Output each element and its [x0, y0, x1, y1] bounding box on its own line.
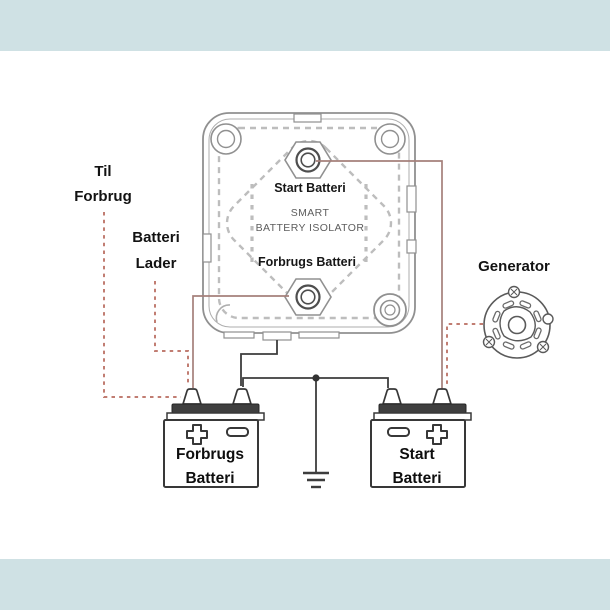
- battery-forbrugs-label-line2: Batteri: [185, 470, 234, 487]
- wire-generator-dashed: [446, 323, 483, 387]
- wire-forbrugs-battery-positive: [192, 295, 289, 388]
- minus-symbol-icon: [387, 427, 410, 437]
- corner-arc-bottom-left: [215, 304, 231, 323]
- terminal-forbrugs-batteri-icon: [284, 278, 332, 316]
- isolator-left-tab: [202, 233, 212, 263]
- corner-screw-bottom-right-icon: [373, 293, 407, 327]
- battery-start-label-line1: Start: [399, 446, 434, 463]
- isolator-top-tab: [293, 113, 322, 123]
- battery-collar: [373, 412, 472, 421]
- isolator-bottom-terminal-label: Forbrugs Batteri: [258, 255, 356, 269]
- label-batteri-lader-line1: Batteri: [132, 229, 180, 246]
- frame-band-top: [0, 0, 610, 51]
- battery-post-negative: [381, 388, 403, 405]
- isolator-chain-diamond: [225, 139, 393, 307]
- minus-symbol-icon: [226, 427, 249, 437]
- label-til-forbrug-line1: Til: [94, 163, 111, 180]
- plus-symbol-icon: [186, 424, 208, 445]
- label-batteri-lader-line2: Lader: [136, 255, 177, 272]
- generator-screw-bosses: [482, 285, 554, 354]
- battery-lid: [171, 403, 260, 414]
- isolator-brand-line2: BATTERY ISOLATOR: [256, 222, 365, 234]
- battery-collar: [166, 412, 265, 421]
- plus-symbol-icon: [426, 424, 448, 445]
- generator-shaft: [507, 315, 527, 335]
- corner-screw-top-left-icon: [210, 123, 242, 155]
- battery-forbrugs: Forbrugs Batteri: [163, 388, 265, 488]
- wire-start-battery-positive: [316, 160, 443, 389]
- isolator-top-terminal-label: Start Batteri: [274, 181, 346, 195]
- ground-symbol-icon: [303, 378, 329, 489]
- battery-start-label-line2: Batteri: [392, 470, 441, 487]
- isolator-bottom-tab-3: [298, 331, 340, 339]
- generator-icon: [482, 285, 554, 359]
- isolator-right-tab-2: [406, 239, 417, 254]
- isolator-bottom-tab-1: [223, 331, 255, 339]
- label-til-forbrug-line2: Forbrug: [74, 188, 132, 205]
- isolator-chain-border: [217, 126, 401, 320]
- frame-band-bottom: [0, 559, 610, 610]
- isolator-brand-line1: SMART: [291, 207, 330, 219]
- isolator-right-tab-1: [406, 185, 417, 213]
- wire-til-forbrug-dashed: [103, 212, 181, 398]
- isolator-bottom-tab-2: [262, 331, 292, 341]
- junction-dot: [312, 374, 320, 382]
- corner-screw-top-right-icon: [374, 123, 406, 155]
- terminal-start-batteri-icon: [284, 141, 332, 179]
- battery-forbrugs-label-line1: Forbrugs: [176, 446, 244, 463]
- battery-isolator-device: Start Batteri SMART BATTERY ISOLATOR For…: [202, 112, 417, 341]
- battery-start: Start Batteri: [370, 388, 472, 488]
- label-generator: Generator: [478, 258, 550, 275]
- wire-isolator-ground: [240, 340, 278, 386]
- battery-post-negative: [231, 388, 253, 405]
- battery-lid: [378, 403, 467, 414]
- battery-post-positive: [431, 388, 453, 405]
- wire-batteri-lader-dashed: [154, 281, 189, 386]
- battery-post-positive: [181, 388, 203, 405]
